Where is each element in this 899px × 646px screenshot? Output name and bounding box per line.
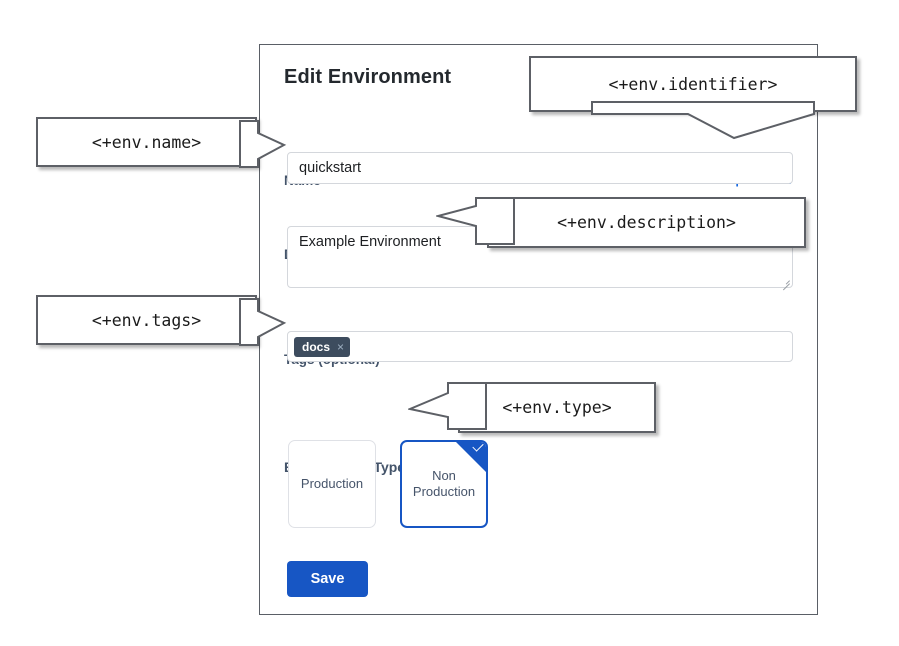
environment-type-option-non-production[interactable]: Non Production xyxy=(400,440,488,528)
page-title: Edit Environment xyxy=(284,66,452,88)
resize-handle-icon[interactable] xyxy=(780,275,790,291)
callout-tail-type xyxy=(408,382,487,430)
callout-tail-identifier xyxy=(591,101,815,140)
name-input-value: quickstart xyxy=(299,160,362,176)
callout-tail-description xyxy=(436,197,515,245)
environment-type-option-production-label: Production xyxy=(300,475,364,491)
tag-chip-label: docs xyxy=(302,340,331,354)
callout-tail-tags xyxy=(239,298,287,346)
callout-env-name: <+env.name> xyxy=(36,117,257,167)
save-button[interactable]: Save xyxy=(287,561,368,597)
callout-tail-name xyxy=(239,120,287,168)
callout-env-tags: <+env.tags> xyxy=(36,295,257,345)
name-input[interactable]: quickstart xyxy=(287,152,793,184)
nonprod-line-1: Non xyxy=(432,467,456,483)
tag-remove-icon[interactable]: × xyxy=(337,340,345,354)
tag-chip[interactable]: docs × xyxy=(294,337,351,357)
callout-env-type: <+env.type> xyxy=(458,382,656,433)
environment-type-option-production[interactable]: Production xyxy=(288,440,376,528)
callout-env-description: <+env.description> xyxy=(487,197,806,248)
nonprod-line-2: Production xyxy=(412,484,476,499)
environment-type-option-non-production-label: Non Production xyxy=(413,468,475,501)
tags-input[interactable]: docs × xyxy=(287,331,793,362)
description-textarea-value: Example Environment xyxy=(299,234,441,250)
